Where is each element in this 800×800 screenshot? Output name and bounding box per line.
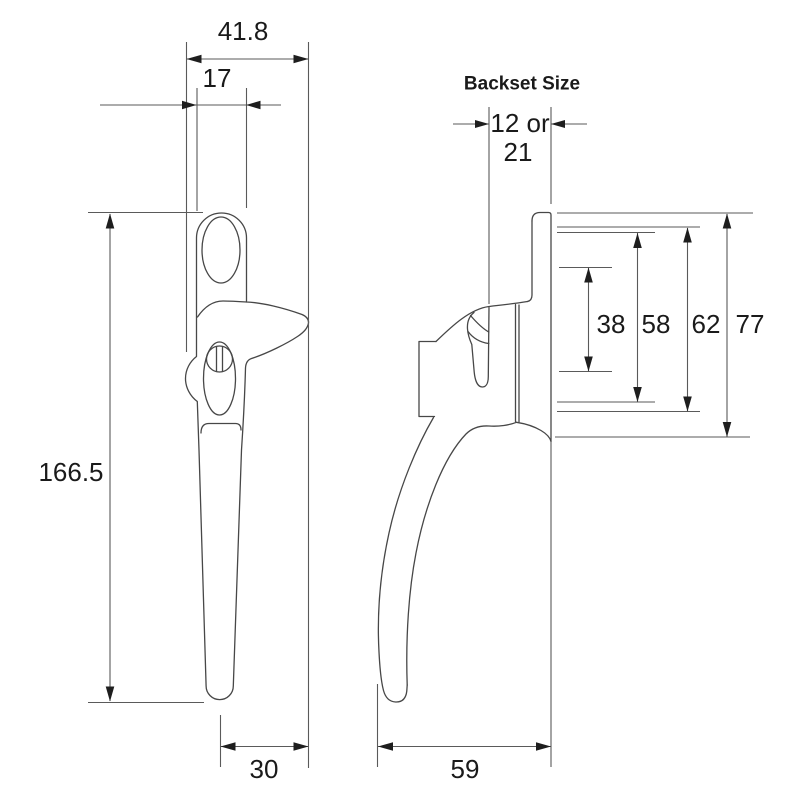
label-overall-height: 166.5	[38, 457, 103, 487]
label-base-offset: 30	[250, 754, 279, 784]
label-overall-width: 41.8	[218, 16, 269, 46]
grip-outer-edge-side	[377, 416, 435, 703]
grip-recess-arch	[200, 422, 242, 434]
arrow-38-bottom	[584, 356, 593, 372]
front-nose-crest-line	[196, 300, 248, 318]
lock-button	[205, 345, 234, 373]
keep-reference-lines	[555, 212, 753, 438]
spur-side-detail-lines	[467, 314, 490, 345]
spindle-block	[418, 340, 437, 418]
label-span-77: 77	[736, 309, 765, 339]
side-view	[377, 211, 753, 703]
backplate-blade-left-edge	[526, 220, 533, 303]
arrow-166.5-top	[105, 213, 115, 229]
backplate-blade	[531, 211, 552, 443]
spur-side-outline	[466, 306, 490, 388]
arrow-17-right	[246, 100, 261, 110]
arrow-59-right	[536, 742, 551, 751]
label-span-38: 38	[597, 309, 626, 339]
button-surround-oval	[202, 341, 237, 416]
arrow-58-bottom	[633, 387, 642, 402]
arrow-backset-right	[551, 120, 565, 128]
arrow-38-top	[584, 267, 593, 283]
lock-button-slot-lines	[215, 346, 224, 372]
arrow-30-left	[220, 742, 236, 751]
arrow-77-bottom	[722, 422, 732, 437]
label-handle-depth: 59	[451, 754, 480, 784]
grip-inner-edge-side	[406, 421, 518, 686]
arrow-62-bottom	[683, 396, 692, 412]
backplate-bottom-chamfer	[515, 421, 552, 443]
handle-body-top-edge	[435, 300, 529, 343]
label-span-62: 62	[692, 309, 721, 339]
arrow-41.8-right	[293, 54, 309, 64]
top-slot-cutout	[201, 216, 241, 284]
arrow-30-right	[293, 742, 309, 751]
label-backset-line1: 12 or	[490, 108, 550, 138]
arrow-58-top	[633, 233, 642, 248]
dimension-arrows	[105, 54, 732, 751]
arrow-59-left	[378, 742, 393, 751]
dimension-labels: 41.8 17 166.5 30 Backset Size 12 or 21 3…	[38, 16, 764, 784]
arrow-41.8-left	[186, 54, 202, 64]
extension-lines	[88, 42, 552, 768]
front-view	[184, 212, 310, 701]
arrow-17-left	[182, 100, 197, 110]
label-plate-width: 17	[203, 63, 232, 93]
arrow-77-top	[722, 213, 732, 229]
dimension-lines	[100, 58, 728, 748]
arrow-backset-left	[475, 120, 489, 128]
label-span-58: 58	[642, 309, 671, 339]
arrow-166.5-bottom	[105, 686, 115, 702]
label-backset-line2: 21	[504, 137, 533, 167]
front-handle-silhouette	[184, 212, 310, 701]
arrow-62-top	[683, 227, 692, 243]
backset-size-heading: Backset Size	[464, 74, 580, 95]
backplate-face-lines	[514, 303, 520, 423]
